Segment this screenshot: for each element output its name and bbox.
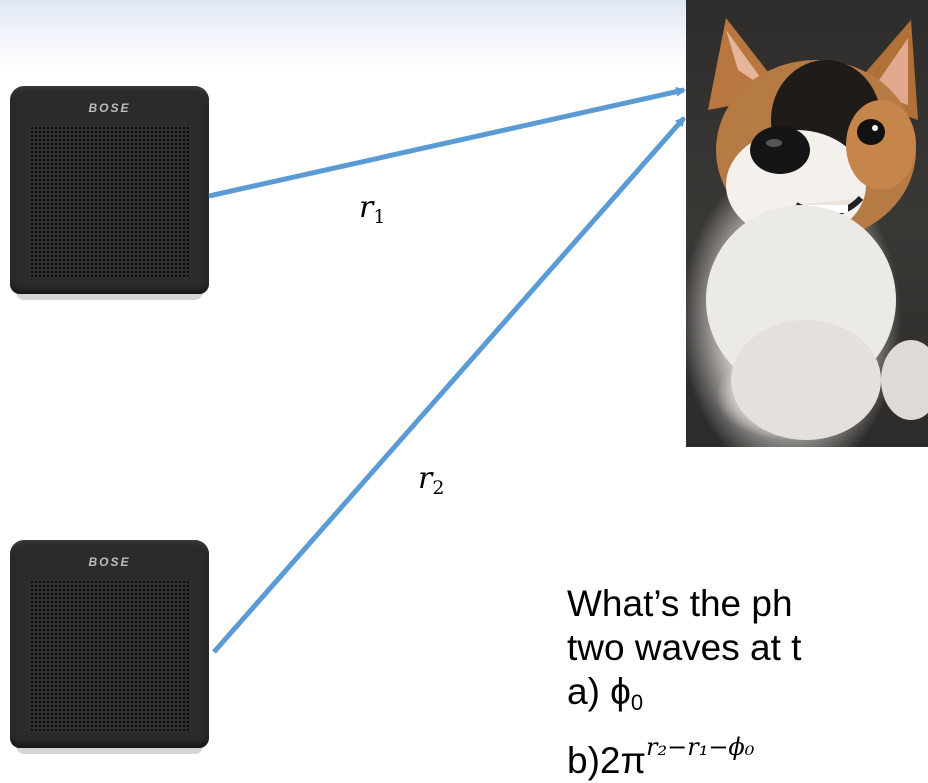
speaker-top: BOSE	[10, 86, 209, 300]
dog-eye	[857, 119, 885, 145]
label-r1: r1	[359, 190, 386, 228]
speaker-grille	[30, 126, 191, 278]
speaker-brand-logo: BOSE	[88, 101, 131, 115]
dog-photo	[686, 0, 928, 447]
question-block: What’s the ph two waves at t a) ϕ0 b)2πr…	[567, 582, 928, 781]
wave-paths	[208, 86, 686, 654]
dog-illustration	[706, 18, 928, 440]
speaker-bottom: BOSE	[10, 540, 209, 754]
dog-nose	[750, 126, 810, 174]
option-a: a) ϕ0	[567, 671, 644, 715]
speaker-brand-logo: BOSE	[88, 555, 131, 569]
question-line-2: two waves at t	[567, 627, 802, 668]
option-b: b)2πr₂−r₁−ϕ₀	[567, 733, 755, 781]
question-line-1: What’s the ph	[567, 583, 793, 624]
path-r2-arrow	[212, 116, 686, 654]
path-r1-arrow	[208, 86, 686, 199]
label-r2: r2	[418, 461, 445, 499]
speaker-grille	[30, 580, 191, 732]
